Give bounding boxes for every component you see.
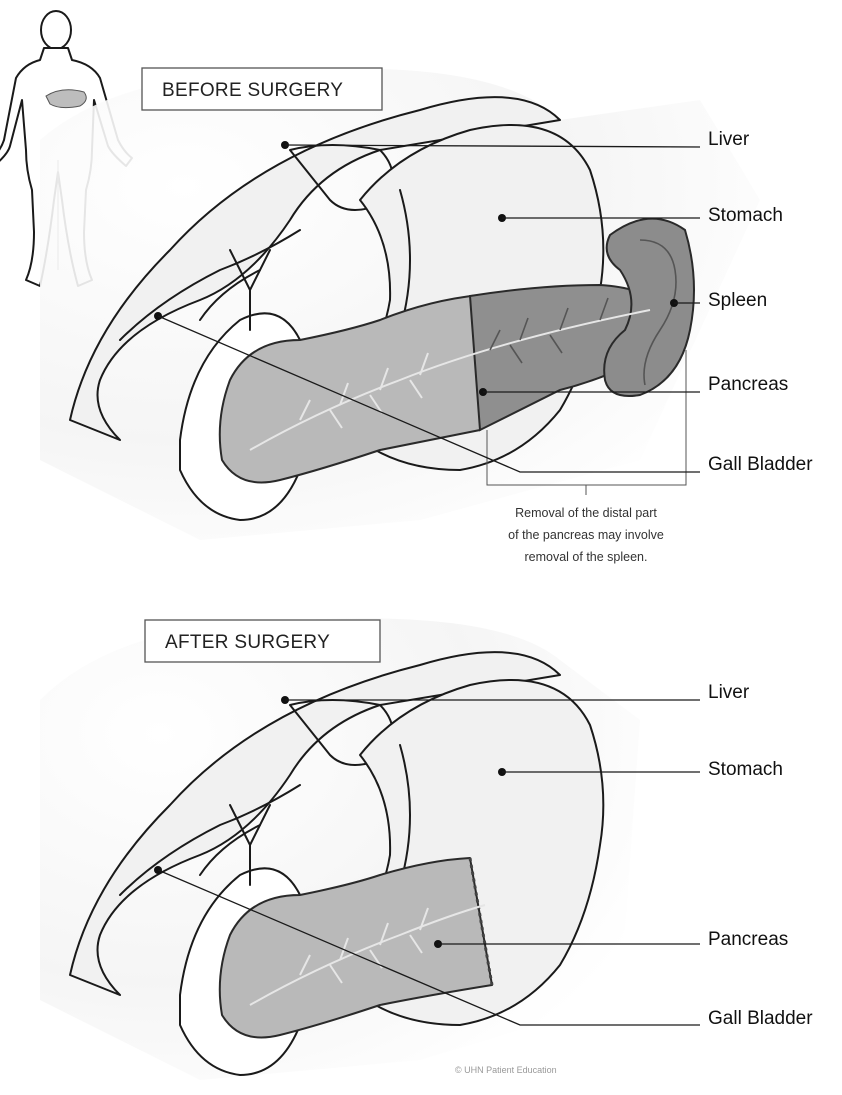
label-spleen: Spleen: [708, 290, 767, 311]
before-title: BEFORE SURGERY: [162, 80, 343, 101]
copyright-credit: © UHN Patient Education: [455, 1065, 557, 1075]
label-liver-after: Liver: [708, 682, 750, 703]
label-pancreas: Pancreas: [708, 374, 788, 395]
label-gall-bladder-after: Gall Bladder: [708, 1008, 813, 1029]
removal-note-line-1: Removal of the distal part: [515, 506, 657, 520]
label-stomach-after: Stomach: [708, 759, 783, 780]
before-surgery-panel: BEFORE SURGERY: [0, 11, 813, 564]
label-stomach: Stomach: [708, 205, 783, 226]
label-gall-bladder: Gall Bladder: [708, 454, 813, 475]
after-title: AFTER SURGERY: [165, 632, 330, 653]
removal-note-line-3: removal of the spleen.: [525, 550, 648, 564]
after-surgery-panel: AFTER SURGERY Liver Stomach: [40, 618, 813, 1080]
label-pancreas-after: Pancreas: [708, 929, 788, 950]
removal-note-line-2: of the pancreas may involve: [508, 528, 664, 542]
label-liver: Liver: [708, 129, 750, 150]
